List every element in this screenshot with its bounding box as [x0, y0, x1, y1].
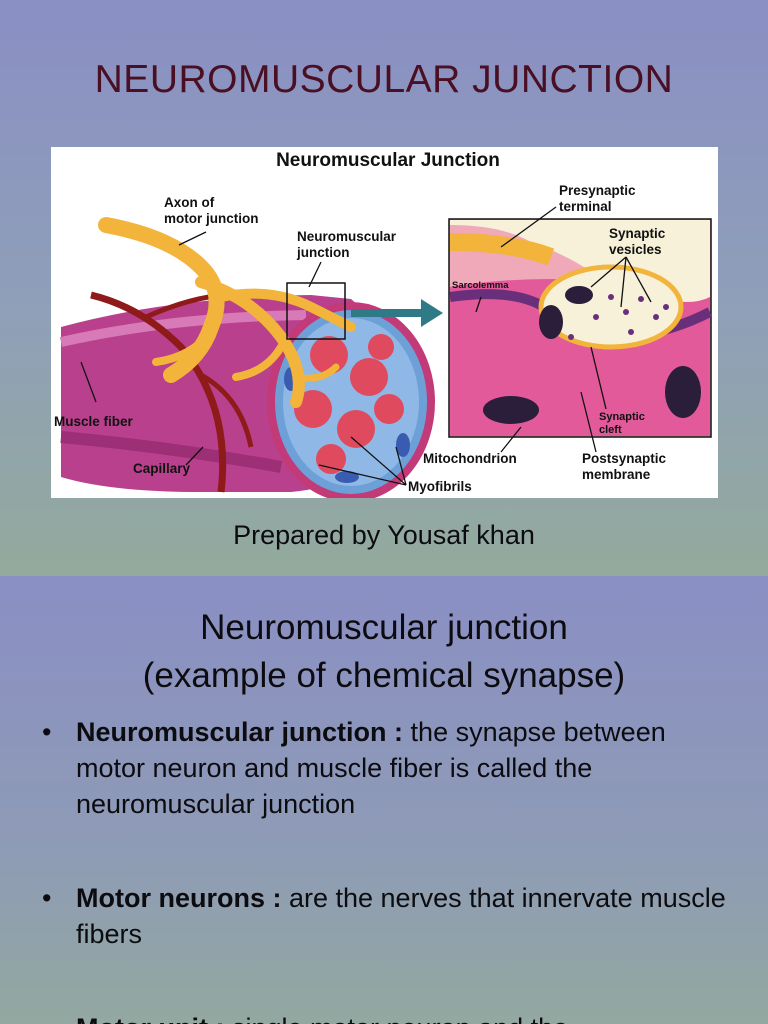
label-vesicles-1: Synaptic — [609, 226, 666, 241]
label-capillary: Capillary — [133, 461, 191, 476]
label-mitochondrion: Mitochondrion — [423, 451, 517, 466]
bullet-item: • Neuromuscular junction : the synapse b… — [42, 714, 742, 822]
label-nmj-2: junction — [296, 245, 350, 260]
bullet-item: • Motor unit : single motor neuron and t… — [42, 1010, 742, 1024]
bullet-item: • Motor neurons : are the nerves that in… — [42, 880, 742, 952]
label-axon-2: motor junction — [164, 211, 259, 226]
zoom-arrow — [351, 299, 443, 327]
label-postsynaptic-1: Postsynaptic — [582, 451, 667, 466]
slide-title-line-2: (example of chemical synapse) — [142, 656, 626, 695]
leader-lines — [80, 206, 652, 486]
bullet-text: are the nerves that innervate muscle fib… — [76, 883, 726, 949]
author-credit: Prepared by Yousaf khan — [233, 520, 535, 550]
label-cleft-2: cleft — [599, 424, 622, 436]
bullet-term: Motor neurons : — [76, 883, 282, 913]
bullet-text: the synapse between motor neuron and mus… — [76, 717, 666, 819]
label-cleft-1: Synaptic — [599, 411, 645, 423]
bullet-icon: • — [42, 883, 52, 913]
title-slide: NEUROMUSCULAR JUNCTION Neuromuscular Jun… — [0, 0, 768, 576]
label-postsynaptic-2: membrane — [582, 467, 651, 482]
bullet-term: Neuromuscular junction : — [76, 717, 404, 747]
bullet-icon: • — [42, 1010, 51, 1024]
slide-title: NEUROMUSCULAR JUNCTION — [94, 58, 674, 101]
label-sarcolemma: Sarcolemma — [452, 280, 509, 291]
bullet-term: Motor unit : — [76, 1013, 224, 1024]
label-axon-1: Axon of — [164, 195, 215, 210]
muscle-fiber-illustration — [59, 291, 435, 498]
label-nmj-1: Neuromuscular — [297, 229, 397, 244]
zoom-box — [286, 282, 346, 340]
synapse-inset — [448, 218, 713, 438]
neuromuscular-junction-diagram: Neuromuscular Junction — [51, 147, 718, 498]
slide-title-line-1: Neuromuscular junction — [200, 608, 568, 647]
label-muscle-fiber: Muscle fiber — [54, 414, 134, 429]
slide-title: Neuromuscular junction (example of chemi… — [0, 604, 768, 700]
label-presynaptic-1: Presynaptic — [559, 183, 636, 198]
bullet-list: • Neuromuscular junction : the synapse b… — [42, 714, 742, 1024]
bullet-icon: • — [42, 717, 52, 747]
bullet-text: single motor neuron and the — [224, 1013, 568, 1024]
label-myofibrils: Myofibrils — [408, 479, 472, 494]
diagram-heading: Neuromuscular Junction — [276, 150, 500, 171]
content-slide: Neuromuscular junction (example of chemi… — [0, 576, 768, 1024]
label-presynaptic-2: terminal — [559, 199, 612, 214]
label-vesicles-2: vesicles — [609, 242, 662, 257]
axon-illustration — [98, 217, 356, 408]
